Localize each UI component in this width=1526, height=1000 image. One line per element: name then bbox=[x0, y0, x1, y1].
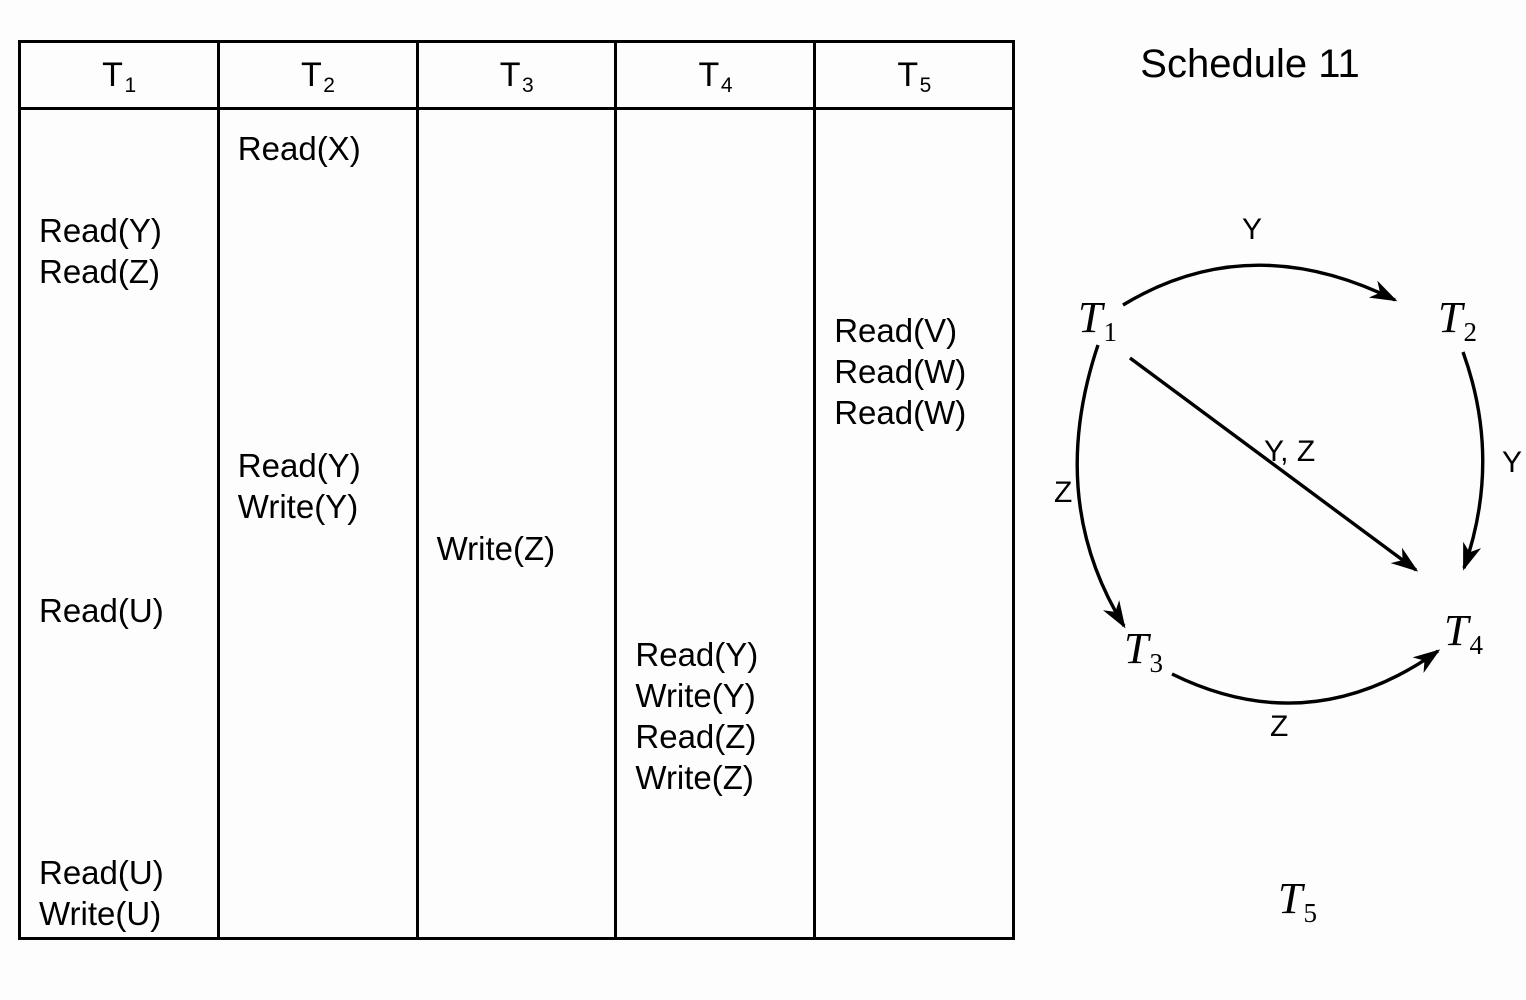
column-header-t5-label: T5 bbox=[897, 55, 932, 97]
op-block-t1-first: Read(Y) Read(Z) bbox=[39, 210, 162, 292]
column-header-t4: T4 bbox=[617, 43, 817, 107]
op-block-t4-first: Read(Y) Write(Y) Read(Z) Write(Z) bbox=[635, 634, 758, 798]
schedule-table: T1 T2 T3 T4 T5 Read(Y) Read(Z) bbox=[18, 40, 1015, 940]
graph-node-t4: T4 bbox=[1444, 606, 1483, 661]
op-block-t2-second: Read(Y) Write(Y) bbox=[238, 445, 361, 527]
op-write-u: Write(U) bbox=[39, 895, 162, 932]
column-body-t3: Write(Z) bbox=[419, 110, 618, 937]
column-body-t4: Read(Y) Write(Y) Read(Z) Write(Z) bbox=[617, 110, 817, 937]
edge-t1-t4 bbox=[1128, 356, 1419, 572]
op-read-z: Read(Z) bbox=[39, 253, 161, 290]
graph-node-t2: T2 bbox=[1438, 293, 1477, 348]
op-write-y: Write(Y) bbox=[237, 488, 359, 525]
column-header-t3: T3 bbox=[419, 43, 618, 107]
edge-t1-t3 bbox=[1075, 344, 1126, 629]
edge-label-t1-t4: Y, Z bbox=[1264, 435, 1316, 468]
graph-node-t1: T1 bbox=[1078, 293, 1117, 348]
column-header-t1-label: T1 bbox=[102, 55, 137, 97]
graph-node-t5: T5 bbox=[1278, 874, 1317, 929]
op-read-u: Read(U) bbox=[39, 592, 164, 629]
table-body-row: Read(Y) Read(Z) Read(U) Read(U) Write(U)… bbox=[21, 110, 1012, 937]
graph-title: Schedule 11 bbox=[1140, 42, 1360, 86]
edge-label-t1-t3: Z bbox=[1054, 476, 1073, 509]
op-read-y: Read(Y) bbox=[39, 212, 162, 249]
op-read-z-2: Read(Z) bbox=[635, 718, 757, 755]
op-block-t1-third: Read(U) Write(U) bbox=[39, 852, 164, 934]
table-header-row: T1 T2 T3 T4 T5 bbox=[21, 43, 1012, 110]
column-header-t2: T2 bbox=[220, 43, 419, 107]
op-read-y-2: Read(Y) bbox=[237, 447, 361, 484]
op-read-u-2: Read(U) bbox=[39, 854, 164, 891]
edge-label-t1-t2: Y bbox=[1242, 213, 1263, 246]
op-write-y-2: Write(Y) bbox=[635, 677, 756, 714]
column-body-t2: Read(X) Read(Y) Write(Y) bbox=[220, 110, 419, 937]
op-read-y-3: Read(Y) bbox=[635, 636, 759, 673]
column-header-t3-label: T3 bbox=[499, 55, 535, 97]
edge-label-t3-t4: Z bbox=[1270, 710, 1289, 743]
column-header-t5: T5 bbox=[816, 43, 1012, 107]
op-read-x: Read(X) bbox=[237, 130, 361, 167]
edge-t2-t4 bbox=[1461, 351, 1485, 571]
op-block-t5-first: Read(V) Read(W) Read(W) bbox=[834, 310, 966, 433]
edge-t1-t2 bbox=[1122, 263, 1398, 307]
precedence-graph-panel: Schedule 11 T1 T2 T3 T4 T5 Y Z bbox=[1020, 0, 1526, 1000]
op-block-t2-first: Read(X) bbox=[238, 128, 361, 169]
op-block-t3-first: Write(Z) bbox=[437, 528, 556, 569]
op-write-z: Write(Z) bbox=[436, 530, 556, 567]
graph-node-t3: T3 bbox=[1124, 624, 1163, 679]
column-header-t2-label: T2 bbox=[300, 55, 336, 97]
precedence-graph-svg bbox=[1075, 263, 1485, 705]
column-body-t5: Read(V) Read(W) Read(W) bbox=[816, 110, 1012, 937]
op-write-z-2: Write(Z) bbox=[635, 759, 754, 796]
op-read-w-2: Read(W) bbox=[834, 394, 967, 431]
op-block-t1-second: Read(U) bbox=[39, 590, 164, 631]
edge-label-t2-t4: Y bbox=[1502, 446, 1523, 479]
op-read-v: Read(V) bbox=[834, 312, 958, 349]
column-header-t4-label: T4 bbox=[698, 55, 734, 97]
op-read-w: Read(W) bbox=[834, 353, 967, 390]
column-body-t1: Read(Y) Read(Z) Read(U) Read(U) Write(U) bbox=[21, 110, 220, 937]
edge-t3-t4 bbox=[1171, 649, 1441, 705]
column-header-t1: T1 bbox=[21, 43, 220, 107]
